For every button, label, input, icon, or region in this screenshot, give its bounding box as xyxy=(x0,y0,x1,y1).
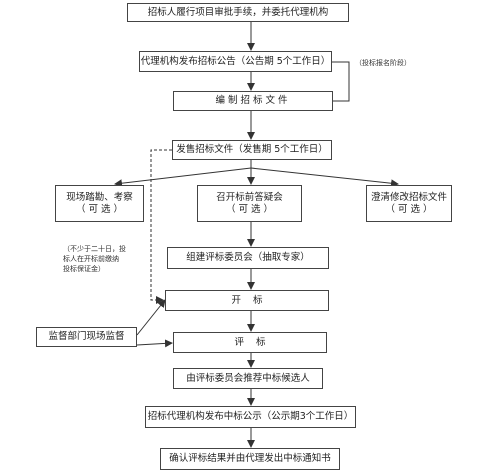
step-publish-result-label: 招标代理机构发布中标公示（公示期3个工作日） xyxy=(147,411,354,422)
step-bid-evaluation-label: 评 标 xyxy=(234,336,266,348)
step-recommend-candidate: 由评标委员会推荐中标候选人 xyxy=(173,368,323,389)
supervisor-onsite: 监督部门现场监督 xyxy=(36,327,137,347)
arrow-s4-s5c xyxy=(250,167,399,188)
step-prebid-meeting: 召开标前答疑会 （ 可 选 ） xyxy=(197,185,302,222)
step-site-visit-label: 现场踏勘、考察 xyxy=(66,191,133,203)
loop-s2-s3 xyxy=(332,61,350,102)
step-project-approval-label: 招标人履行项目审批手续，并委托代理机构 xyxy=(147,6,329,18)
step-sell-documents: 发售招标文件（发售期 5个工作日） xyxy=(172,140,332,160)
bidding-period-dashed-line xyxy=(150,149,172,304)
note-deposit-deadline: （不少于二十日，投 标人在开标前缴纳 投标保证金） xyxy=(63,244,126,274)
step-site-visit-optional: （ 可 选 ） xyxy=(75,203,124,215)
step-publish-result: 招标代理机构发布中标公示（公示期3个工作日） xyxy=(145,406,356,428)
step-publish-announcement: 代理机构发布招标公告（公告期 5个工作日） xyxy=(139,51,332,72)
step-bid-opening-label: 开 标 xyxy=(231,294,263,306)
note-deposit-line1: （不少于二十日，投 xyxy=(63,245,126,253)
step-award-notice: 确认评标结果并由代理发出中标通知书 xyxy=(160,448,340,470)
step-sell-documents-label: 发售招标文件（发售期 5个工作日） xyxy=(176,144,328,155)
step-bid-opening: 开 标 xyxy=(165,290,329,311)
step-project-approval: 招标人履行项目审批手续，并委托代理机构 xyxy=(127,3,349,22)
step-award-notice-label: 确认评标结果并由代理发出中标通知书 xyxy=(169,453,331,464)
arrow-supervisor-s7 xyxy=(136,299,166,336)
step-prebid-meeting-optional: （ 可 选 ） xyxy=(225,203,274,215)
step-bid-evaluation: 评 标 xyxy=(173,332,327,353)
step-form-committee-label: 组建评标委员会（抽取专家） xyxy=(186,252,310,263)
step-clarify-documents-label: 澄清修改招标文件 xyxy=(370,191,447,203)
step-site-visit: 现场踏勘、考察 （ 可 选 ） xyxy=(55,185,144,222)
step-publish-announcement-label: 代理机构发布招标公告（公告期 5个工作日） xyxy=(140,55,331,67)
step-clarify-documents: 澄清修改招标文件 （ 可 选 ） xyxy=(366,185,452,222)
step-prepare-documents-label: 编制招标文件 xyxy=(215,95,291,106)
supervisor-onsite-label: 监督部门现场监督 xyxy=(48,331,125,342)
arrow-s4-s5a xyxy=(114,167,252,188)
step-form-committee: 组建评标委员会（抽取专家） xyxy=(167,247,329,269)
step-clarify-documents-optional: （ 可 选 ） xyxy=(385,203,433,215)
step-prebid-meeting-label: 召开标前答疑会 xyxy=(216,191,283,203)
note-deposit-line2: 标人在开标前缴纳 xyxy=(63,255,119,263)
note-bid-registration: （投标报名阶段） xyxy=(355,59,411,67)
step-recommend-candidate-label: 由评标委员会推荐中标候选人 xyxy=(186,372,310,384)
step-prepare-documents: 编制招标文件 xyxy=(173,91,333,111)
note-deposit-line3: 投标保证金） xyxy=(63,265,105,273)
arrow-supervisor-s8 xyxy=(136,339,173,348)
